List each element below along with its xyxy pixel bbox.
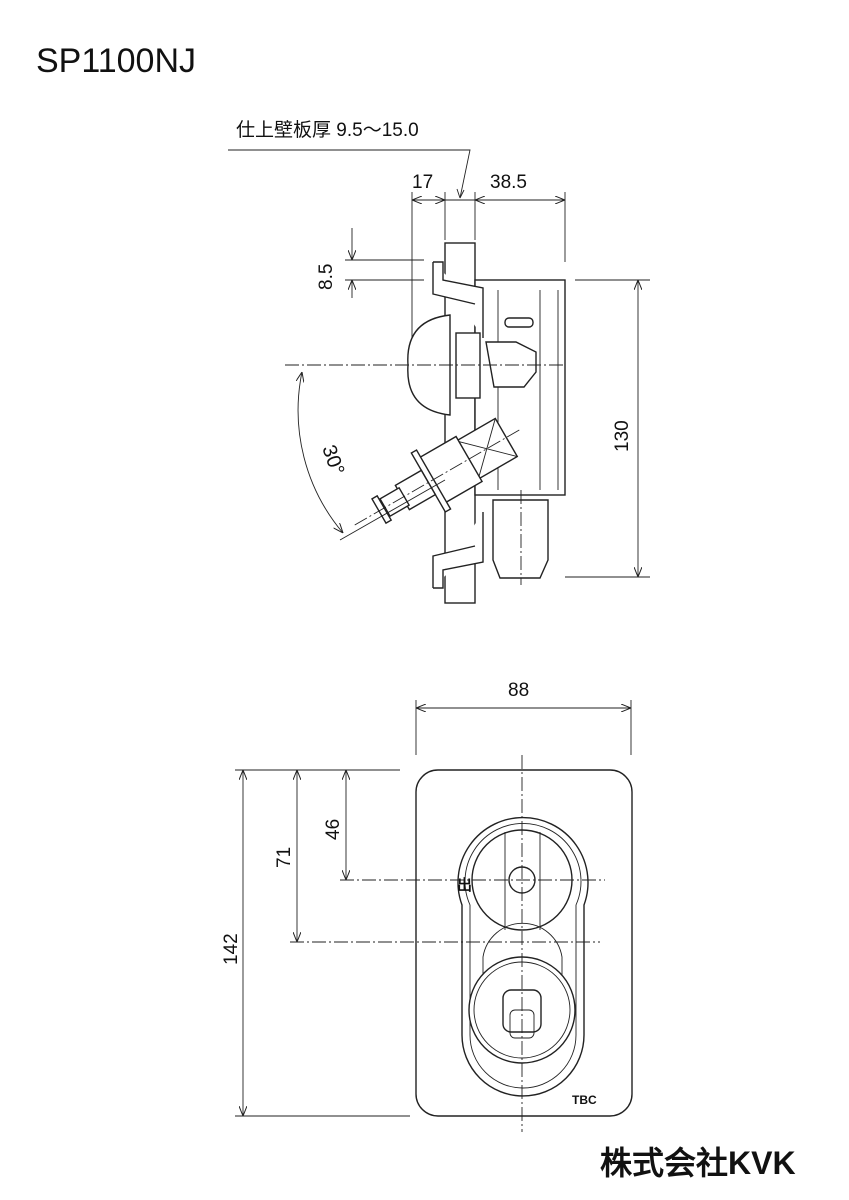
dim-38-5: 38.5	[490, 172, 527, 193]
leader-line	[228, 149, 471, 199]
dim-142: 142	[221, 933, 242, 965]
knob-ring	[455, 332, 481, 399]
model-title: SP1100NJ	[36, 42, 196, 80]
angle-label: 30°	[317, 442, 348, 478]
dim-17: 17	[412, 172, 433, 193]
outlet-mark: 出	[457, 876, 472, 894]
wall-thickness-label: 仕上壁板厚 9.5～15.0	[236, 119, 419, 141]
company-logo: 株式会社KVK	[600, 1145, 796, 1181]
dim-88: 88	[508, 680, 529, 701]
brand-mark: TBC	[572, 1093, 597, 1107]
dim-130: 130	[612, 420, 633, 452]
dim-46: 46	[323, 819, 344, 840]
hose-connector	[354, 417, 520, 526]
dim-8-5: 8.5	[316, 264, 337, 290]
angle-arc	[298, 372, 343, 533]
dim-71: 71	[274, 847, 295, 868]
side-view: 仕上壁板厚 9.5～15.0 17 38.5 8.5 130	[228, 119, 650, 604]
outlet-cap	[492, 499, 549, 579]
front-view: 88 142 71 46 出 TBC	[221, 680, 633, 1132]
